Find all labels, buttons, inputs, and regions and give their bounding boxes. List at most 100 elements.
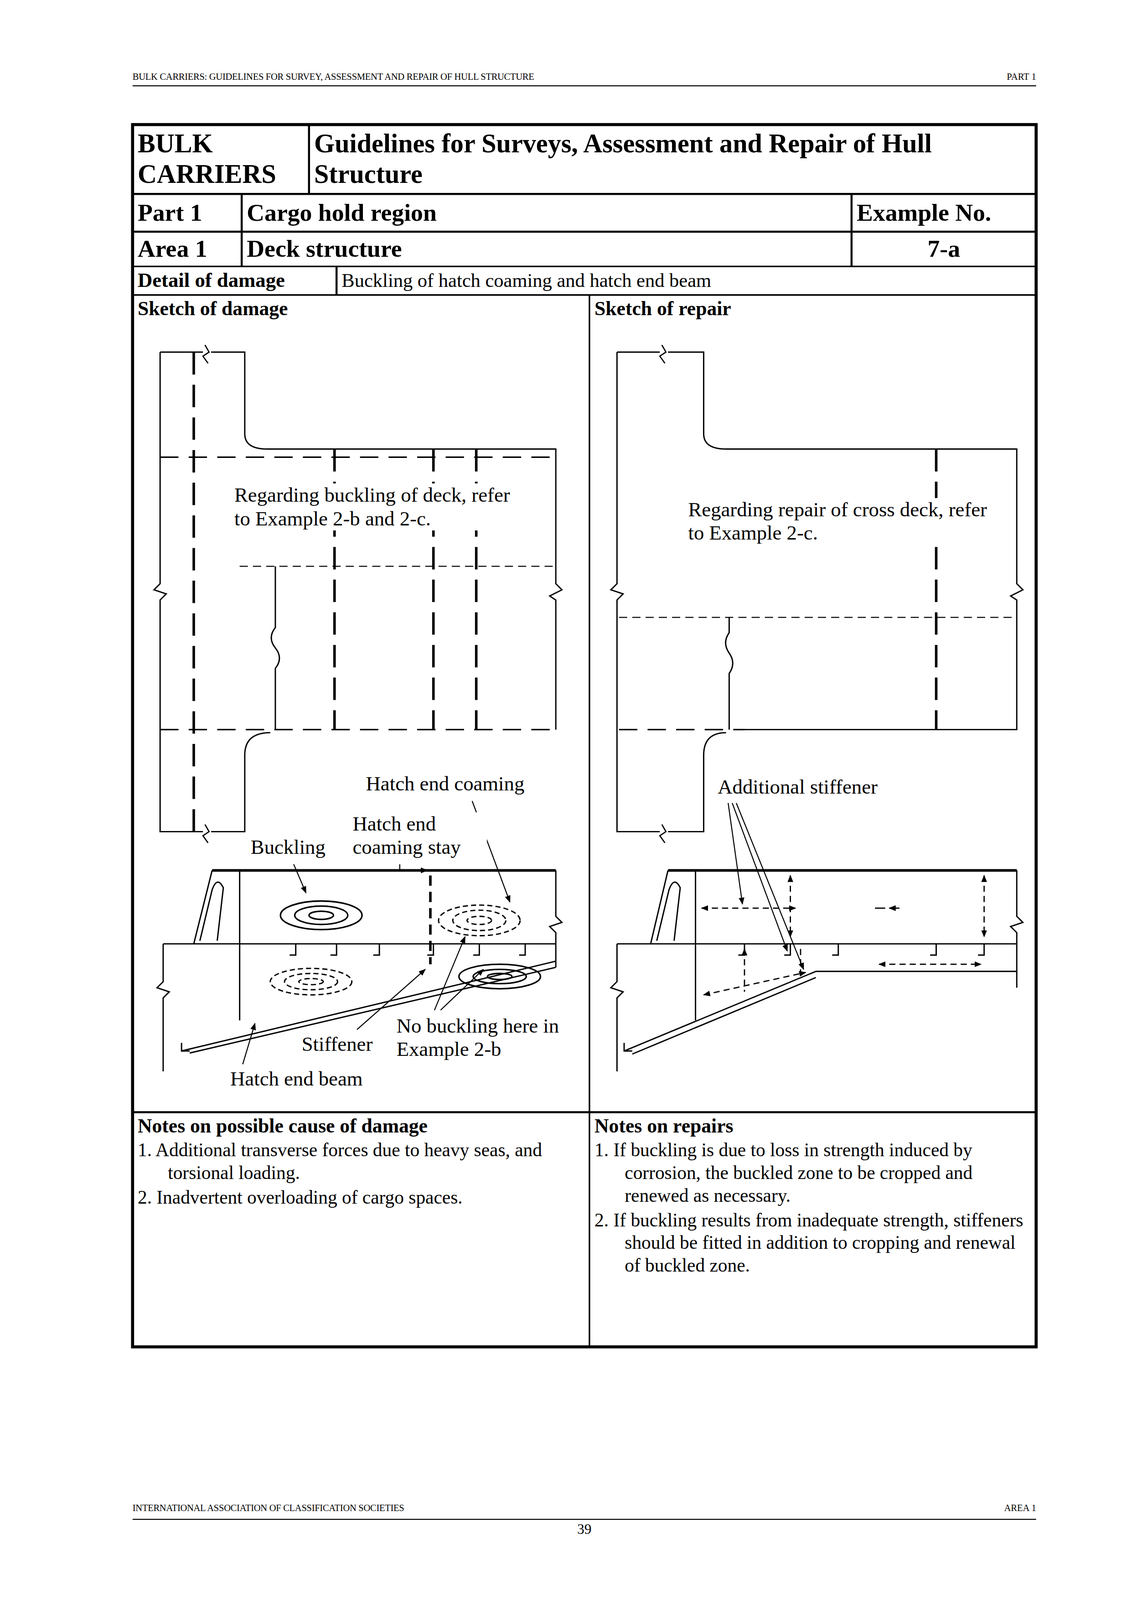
break-mark — [549, 869, 563, 967]
running-footer: INTERNATIONAL ASSOCIATION OF CLASSIFICAT… — [132, 1502, 405, 1514]
coaming-plan — [725, 617, 734, 730]
cross-deck-beam — [935, 448, 938, 729]
beam-end-bracket — [181, 1042, 190, 1051]
deck-stiffener — [289, 943, 526, 955]
note-item: 1. If buckling is due to loss in strengt… — [594, 1138, 1031, 1207]
part-label: Hatch end coaming — [364, 771, 527, 796]
side-line — [156, 943, 170, 1071]
table-cell: Notes on repairs1. If buckling is due to… — [589, 1111, 1037, 1346]
hidden-girder-line — [160, 456, 556, 458]
beam-end-bracket — [624, 1042, 633, 1051]
hidden-buckling-mark — [270, 967, 352, 995]
table-cell: Area 1 — [132, 231, 242, 267]
part-cell: Part 1 — [137, 198, 237, 228]
deck-outline — [610, 351, 727, 832]
header-rule — [132, 85, 1037, 87]
sketch-heading: Sketch of damage — [137, 296, 585, 320]
area-cell: Area 1 — [137, 234, 237, 264]
additional-stiffener — [701, 907, 796, 909]
coaming-bracket — [199, 881, 223, 941]
table-cell: Part 1 — [132, 193, 242, 232]
table-border — [132, 124, 1037, 1347]
running-header: BULK CARRIERS: GUIDELINES FOR SURVEY, AS… — [132, 71, 535, 83]
additional-stiffener — [703, 971, 806, 995]
deck-stiffener — [738, 943, 985, 955]
coaming-top — [211, 868, 556, 872]
part-label: No buckling here in Example 2-b — [394, 1013, 570, 1061]
table-cell: Guidelines for Surveys, Assessment and R… — [309, 124, 1037, 194]
coaming-stay — [429, 875, 432, 965]
table-cell: Notes on possible cause of damage1. Addi… — [132, 1111, 590, 1346]
buckling-mark — [280, 900, 362, 930]
table-cell: BULK CARRIERS — [132, 124, 310, 194]
table-cell: Sketch of damage — [132, 294, 590, 1112]
coaming-end — [193, 869, 212, 944]
break-mark — [202, 344, 209, 363]
table-cell: Example No. — [851, 193, 1037, 232]
example-cell: Example No. — [856, 198, 1032, 228]
additional-stiffener — [874, 907, 900, 909]
hidden-buckling-mark — [284, 972, 338, 990]
leader-line — [736, 802, 804, 970]
reference-note: Regarding repair of cross deck, refer to… — [686, 497, 996, 545]
note-item: 1. Additional transverse forces due to h… — [137, 1138, 585, 1184]
buckled-coaming-plan — [271, 566, 280, 730]
notes-heading: Notes on repairs — [594, 1113, 1031, 1137]
running-header: PART 1 — [1006, 71, 1037, 83]
leader-line — [440, 968, 484, 1010]
deck-outline — [154, 351, 271, 832]
additional-stiffener — [744, 948, 801, 992]
break-mark — [659, 344, 666, 363]
detail-heading-cell: Detail of damage — [137, 268, 332, 292]
table-rule — [132, 266, 1037, 295]
header-cell: BULK CARRIERS — [137, 128, 305, 190]
table-cell: Detail of damage — [132, 266, 337, 295]
deck-line — [163, 942, 556, 945]
hidden-line — [619, 616, 1017, 618]
break-mark — [659, 824, 666, 843]
buckling-mark — [459, 963, 541, 989]
notes-heading: Notes on possible cause of damage — [137, 1113, 585, 1137]
hidden-girder-line — [619, 728, 745, 730]
table-cell: Sketch of repair — [589, 294, 1037, 1112]
running-footer: AREA 1 — [1003, 1502, 1036, 1514]
coaming-bracket — [656, 881, 681, 941]
additional-stiffener — [878, 963, 982, 965]
part-label: Stiffener — [299, 1032, 375, 1056]
table-cell: Deck structure — [241, 231, 852, 267]
hidden-line — [239, 565, 556, 567]
deck-line — [616, 942, 1017, 945]
hidden-girder-line — [160, 728, 556, 730]
leader-line — [399, 863, 428, 870]
additional-stiffener — [789, 875, 791, 937]
hidden-buckling-mark — [452, 909, 506, 931]
deck-outline — [160, 351, 562, 730]
leader-line — [728, 802, 743, 904]
break-mark — [202, 824, 209, 843]
note-item: 2. If buckling results from inadequate s… — [594, 1208, 1031, 1277]
part-label: Hatch end beam — [228, 1066, 365, 1091]
table-cell: Buckling of hatch coaming and hatch end … — [336, 266, 1037, 295]
part-label: Buckling — [248, 835, 328, 859]
hidden-buckling-mark — [438, 904, 521, 936]
table-rule — [588, 294, 590, 1347]
coaming-bracket-line — [694, 869, 697, 944]
leader-line — [732, 802, 788, 951]
coaming-bracket-line — [238, 869, 241, 944]
hidden-buckling-mark — [467, 915, 492, 925]
buckling-mark — [309, 910, 334, 920]
region-cell: Cargo hold region — [246, 198, 847, 228]
part-label: Hatch end coaming stay — [351, 811, 488, 859]
break-mark — [1010, 869, 1024, 988]
sketch-heading: Sketch of repair — [594, 296, 1031, 320]
area-name-cell: Deck structure — [246, 234, 847, 264]
hidden-buckling-mark — [298, 977, 324, 984]
table-cell: Cargo hold region — [241, 193, 852, 232]
coaming-top — [667, 868, 1017, 872]
leader-line — [293, 863, 306, 893]
beam-web-line — [694, 943, 697, 1020]
reference-note: Regarding buckling of deck, refer to Exa… — [232, 483, 528, 531]
title-cell: Guidelines for Surveys, Assessment and R… — [314, 128, 1032, 190]
footer-rule — [132, 1518, 1037, 1520]
